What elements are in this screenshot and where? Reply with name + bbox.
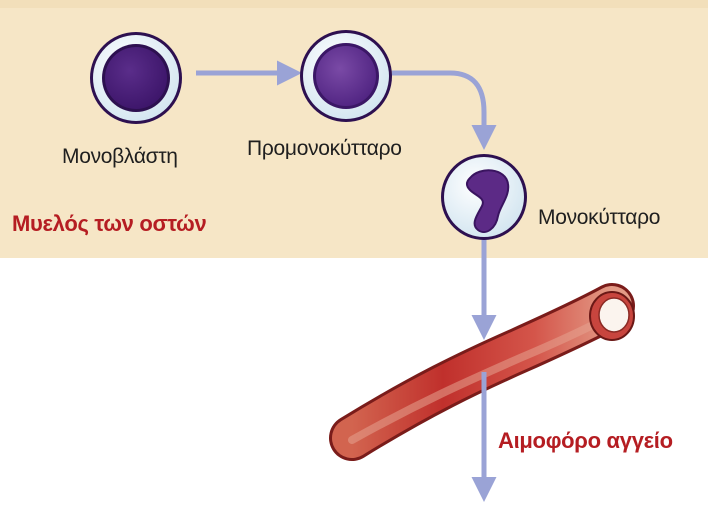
promonocyte-cell [300, 30, 392, 122]
bone-marrow-label: Μυελός των οστών [12, 213, 206, 235]
bone-marrow-region-edge [0, 0, 708, 8]
blood-vessel [352, 292, 634, 440]
monocyte-label: Μονοκύτταρο [538, 207, 660, 228]
monocyte-cell [441, 154, 527, 240]
monoblast-cell [90, 32, 182, 124]
promonocyte-label: Προμονοκύτταρο [247, 138, 402, 159]
monoblast-label: Μονοβλάστη [62, 146, 178, 167]
blood-vessel-label: Αιμοφόρο αγγείο [498, 430, 673, 452]
